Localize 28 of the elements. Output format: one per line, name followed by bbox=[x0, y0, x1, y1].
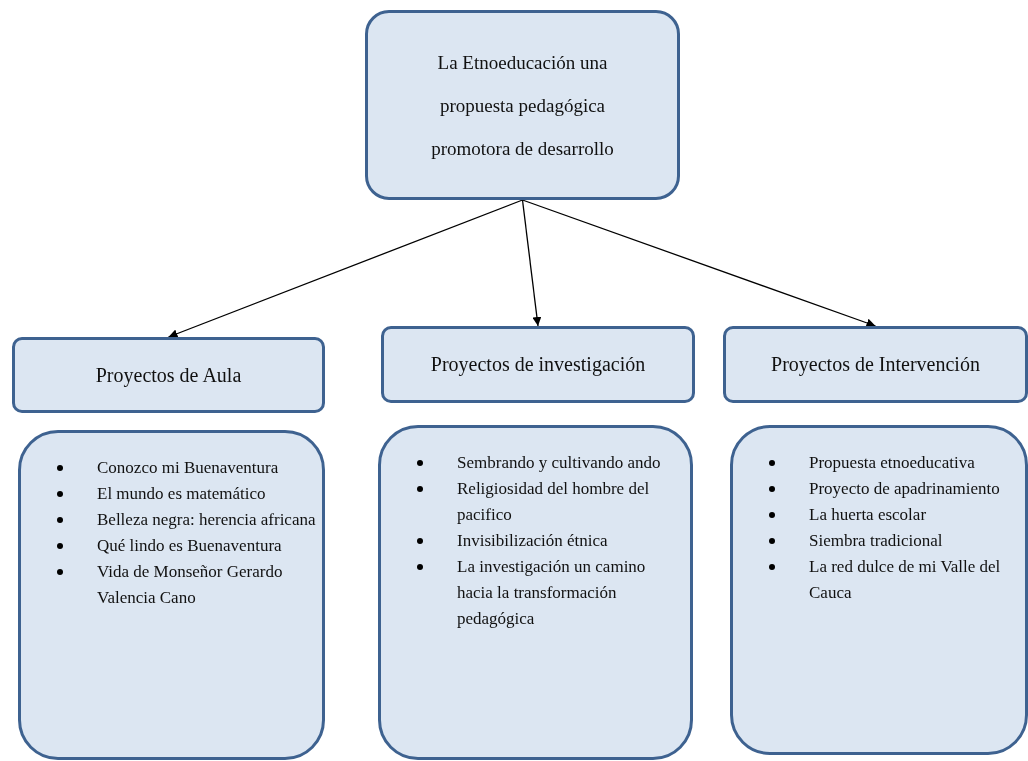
list-item: Vida de Monseñor Gerardo Valencia Cano bbox=[97, 561, 284, 609]
topic-title: La Etnoeducación una propuesta pedagógica promotora de desarrollo bbox=[430, 50, 615, 161]
list-item: La red dulce de mi Valle del Cauca bbox=[809, 556, 1002, 604]
list-item: Propuesta etnoeducativa bbox=[809, 452, 976, 474]
list-item: Conozco mi Buenaventura bbox=[97, 457, 280, 479]
list-item: La huerta escolar bbox=[809, 504, 928, 526]
category-box bbox=[723, 326, 1028, 403]
category-box bbox=[381, 326, 695, 403]
list-item: Qué lindo es Buenaventura bbox=[97, 535, 283, 557]
list-item: Religiosidad del hombre del pacifico bbox=[457, 478, 651, 526]
category-title: Proyectos de investigación bbox=[429, 353, 647, 376]
arrow bbox=[521, 199, 877, 328]
list-item: Proyecto de apadrinamiento bbox=[809, 478, 1001, 500]
topic-box bbox=[365, 10, 680, 200]
list-item: Siembra tradicional bbox=[809, 530, 944, 552]
category-box bbox=[12, 337, 325, 413]
list-box bbox=[730, 425, 1028, 755]
arrow bbox=[521, 199, 542, 327]
list-item: El mundo es matemático bbox=[97, 483, 267, 505]
arrow bbox=[167, 199, 524, 338]
list-box bbox=[378, 425, 693, 760]
list-box bbox=[18, 430, 325, 760]
list-item: Invisibilización étnica bbox=[457, 530, 609, 552]
list-item: La investigación un camino hacia la transformación pedagógica bbox=[457, 556, 647, 630]
category-title: Proyectos de Aula bbox=[94, 363, 243, 387]
category-title: Proyectos de Intervención bbox=[770, 353, 981, 376]
list-item: Belleza negra: herencia africana bbox=[97, 509, 317, 531]
list-item: Sembrando y cultivando ando bbox=[457, 452, 662, 474]
